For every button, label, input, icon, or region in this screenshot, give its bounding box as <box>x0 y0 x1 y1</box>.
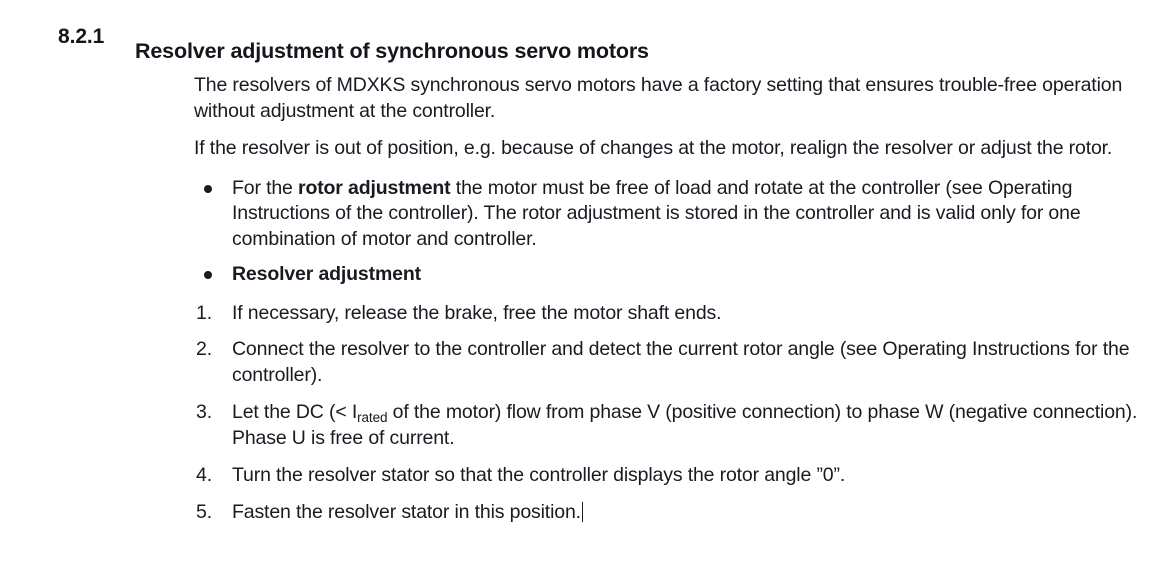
step-text: Fasten the resolver stator in this posit… <box>232 500 581 523</box>
step-text: Turn the resolver stator so that the con… <box>232 464 846 486</box>
bullet-text-prefix: For the <box>232 176 298 199</box>
step-marker: 5. <box>196 500 212 523</box>
list-item: 2. Connect the resolver to the controlle… <box>194 337 1154 388</box>
list-item: 1. If necessary, release the brake, free… <box>194 301 1154 327</box>
bullet-text-bold: Resolver adjustment <box>232 263 421 285</box>
list-item: 5. Fasten the resolver stator in this po… <box>194 500 1154 526</box>
bullet-text-suffix: the motor must be free of load and rotat… <box>232 176 1081 250</box>
section-number: 8.2.1 <box>58 25 105 48</box>
step-subscript: rated <box>357 409 388 425</box>
bullet-text-bold: rotor adjustment <box>298 176 451 199</box>
document-body: The resolvers of MDXKS synchronous servo… <box>194 73 1154 536</box>
paragraph-out-of-position: If the resolver is out of position, e.g.… <box>194 137 1113 159</box>
bullet-dot-icon <box>204 184 212 193</box>
step-marker: 1. <box>196 301 212 324</box>
list-item: 4. Turn the resolver stator so that the … <box>194 463 1154 489</box>
step-marker: 2. <box>196 338 212 360</box>
step-text: Connect the resolver to the controller a… <box>232 338 1130 386</box>
step-marker: 3. <box>196 401 212 423</box>
step-text-part-1: Let the DC (< I <box>232 401 358 423</box>
step-text-part-2: of the motor) flow from phase V (positiv… <box>232 401 1138 449</box>
list-item: Resolver adjustment <box>194 262 1154 288</box>
text-cursor <box>581 501 584 522</box>
step-text: If necessary, release the brake, free th… <box>232 301 722 324</box>
list-item: For the rotor adjustment the motor must … <box>194 176 1154 253</box>
list-item: 3. Let the DC (< Irated of the motor) fl… <box>194 400 1154 451</box>
bullet-dot-icon <box>204 271 212 279</box>
section-heading: 8.2.1 Resolver adjustment of synchronous… <box>0 24 1162 79</box>
step-marker: 4. <box>196 464 212 486</box>
page-title: Resolver adjustment of synchronous servo… <box>135 39 649 64</box>
paragraph-intro: The resolvers of MDXKS synchronous servo… <box>194 74 1123 122</box>
